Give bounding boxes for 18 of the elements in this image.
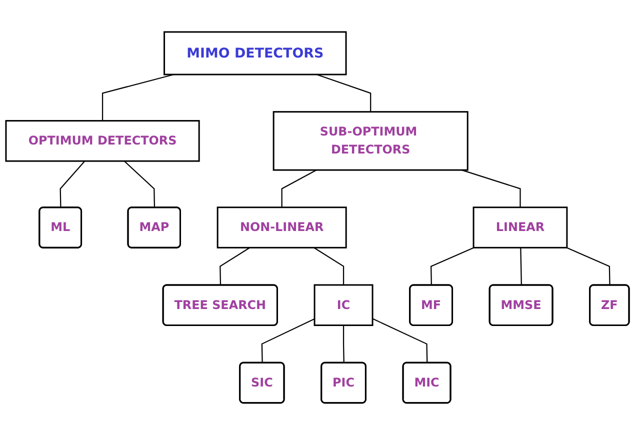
connector — [261, 318, 315, 364]
connector — [281, 170, 317, 208]
connector — [462, 170, 521, 208]
node-box: NON-LINEAR — [216, 206, 347, 248]
connector — [430, 247, 474, 286]
connector — [60, 160, 86, 208]
connector — [124, 160, 156, 208]
connector — [372, 318, 428, 364]
connector — [342, 325, 344, 364]
node-box: IC — [314, 284, 374, 326]
connector — [314, 247, 344, 286]
node-box: OPTIMUM DETECTORS — [5, 120, 200, 162]
connector — [566, 247, 610, 286]
node-box: MIMO DETECTORS — [164, 31, 347, 76]
node-box: SUB-OPTIMUM DETECTORS — [272, 111, 468, 171]
connector — [520, 248, 522, 286]
node-box: LINEAR — [472, 206, 568, 248]
connector — [220, 247, 250, 286]
